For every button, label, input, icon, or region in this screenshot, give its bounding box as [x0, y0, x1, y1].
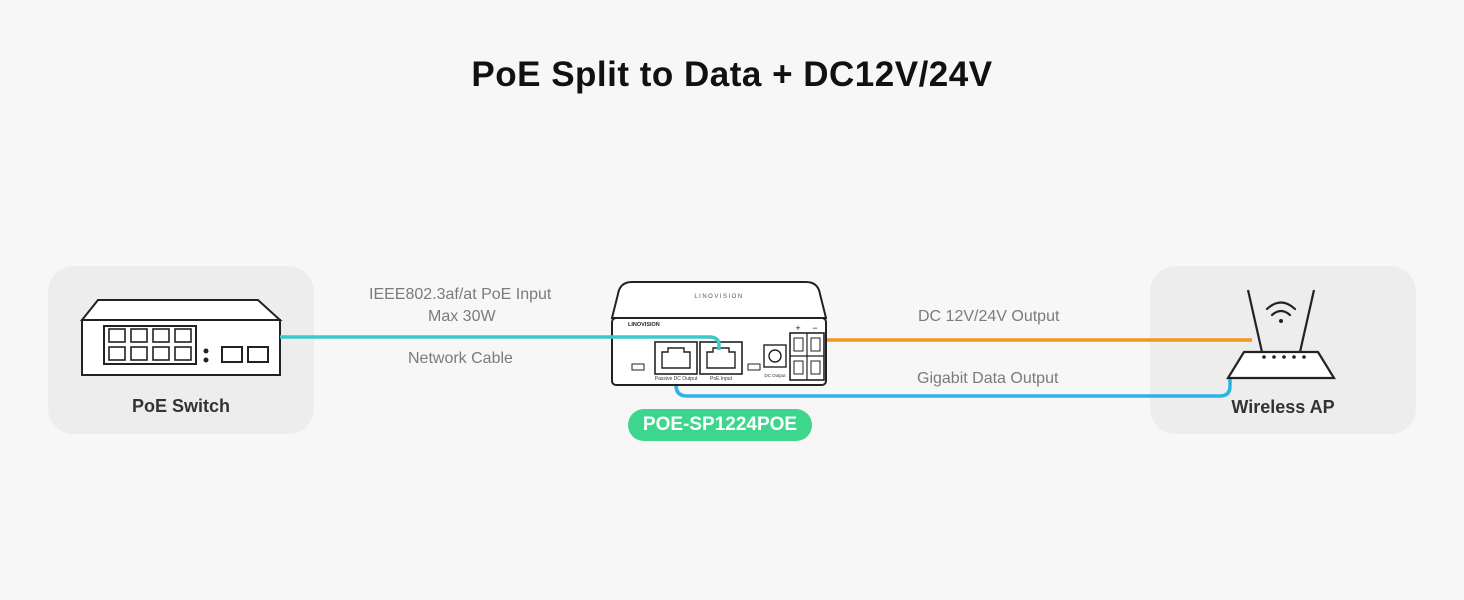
data-output-cable [674, 365, 1232, 398]
brand-front: LINOVISION [628, 322, 660, 328]
poe-switch-icon [79, 299, 283, 376]
svg-text:−: − [812, 323, 817, 333]
poe-switch-label: PoE Switch [131, 396, 230, 416]
wifi-icon [1265, 301, 1297, 323]
poe-input-cable [280, 335, 721, 350]
model-badge: POE-SP1224POE [628, 409, 812, 441]
dc-output-label: DC 12V/24V Output [918, 308, 1060, 325]
brand-top: LINOVISION [694, 294, 743, 300]
data-output-label: Gigabit Data Output [917, 370, 1059, 387]
network-cable-label: Network Cable [408, 350, 513, 367]
port-left-label: Passive DC Output [655, 376, 698, 382]
page-title: PoE Split to Data + DC12V/24V [471, 55, 993, 94]
wireless-router-icon [1226, 289, 1336, 380]
svg-text:+: + [795, 323, 800, 333]
wireless-ap-label: Wireless AP [1231, 397, 1335, 417]
max-power-label: Max 30W [428, 308, 496, 325]
poe-input-label: IEEE802.3af/at PoE Input [369, 286, 552, 303]
poe-splitter-icon: LINOVISION LINOVISION Passive DC Output … [610, 281, 828, 386]
port-right-label: PoE Input [710, 376, 733, 382]
wireless-ap-card: Wireless AP [1150, 266, 1416, 434]
dc-jack-label: DC Output [764, 373, 786, 378]
